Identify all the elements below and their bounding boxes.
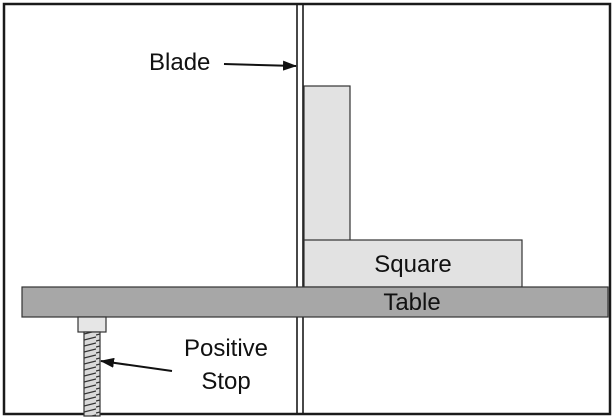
table <box>21 286 609 318</box>
positive-stop-arrow <box>100 357 173 372</box>
blade <box>296 4 304 414</box>
positive-stop-threaded-rod <box>83 331 101 417</box>
square-label: Square <box>374 251 451 278</box>
table-label: Table <box>383 289 440 316</box>
positive-stop-label-line2: Stop <box>201 368 250 395</box>
blade-label: Blade <box>149 49 210 76</box>
square-vertical-arm <box>303 85 351 242</box>
blade-arrow <box>223 60 297 71</box>
positive-stop <box>77 316 107 417</box>
square <box>303 85 523 288</box>
positive-stop-nut <box>77 316 107 333</box>
positive-stop-label-line1: Positive <box>184 335 268 362</box>
square-base <box>303 239 523 288</box>
